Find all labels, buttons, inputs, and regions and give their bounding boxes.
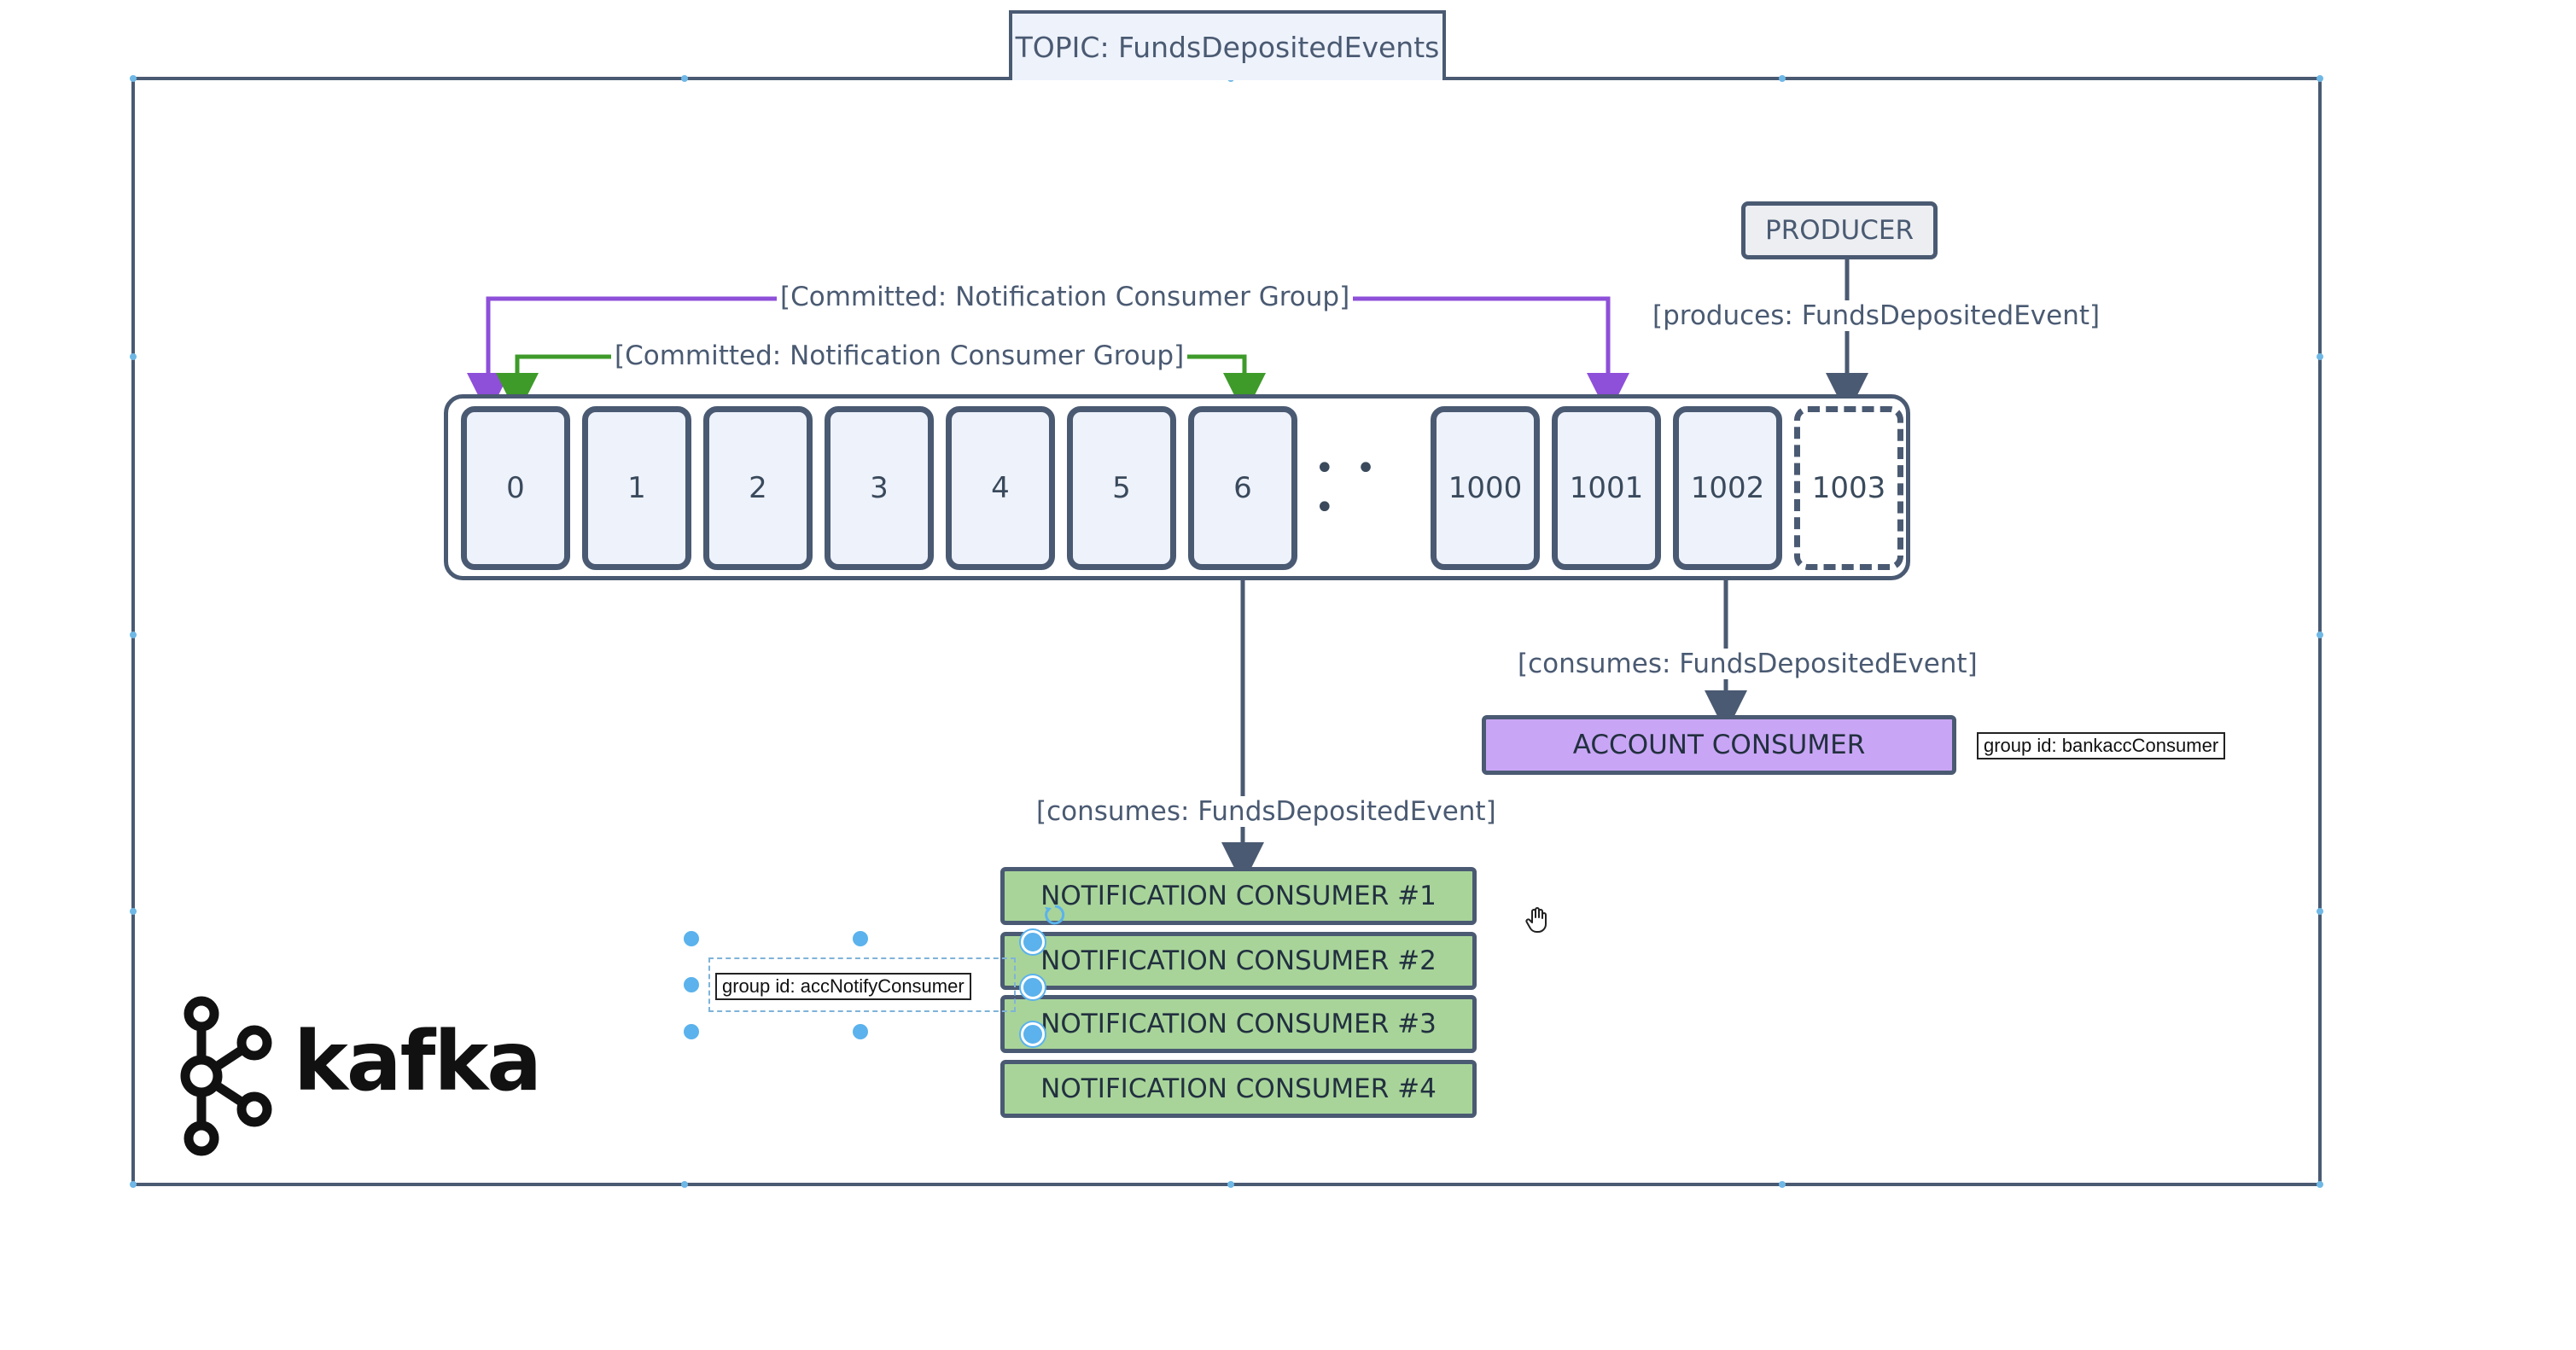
frame-handle[interactable] (130, 1181, 137, 1188)
account-group-id-label[interactable]: group id: bankaccConsumer (1977, 732, 2226, 759)
frame-handle[interactable] (130, 908, 137, 915)
hand-cursor-icon (1525, 907, 1547, 933)
offset-cell-1003[interactable]: 1003 (1794, 406, 1903, 570)
frame-handle[interactable] (2317, 631, 2323, 638)
offset-cell-0[interactable]: 0 (461, 406, 570, 570)
frame-handle[interactable] (2317, 353, 2323, 360)
producer-node[interactable]: PRODUCER (1741, 201, 1938, 259)
notification-group-id-label[interactable]: group id: accNotifyConsumer (715, 973, 971, 1000)
notification-consumer-4[interactable]: NOTIFICATION CONSUMER #4 (1000, 1060, 1477, 1118)
connection-point[interactable] (1021, 1022, 1045, 1046)
frame-handle[interactable] (130, 631, 137, 638)
kafka-logo-icon (180, 996, 272, 1156)
frame-handle[interactable] (2317, 1181, 2323, 1188)
purple-commit-label[interactable]: [Committed: Notification Consumer Group] (777, 282, 1354, 312)
selection-handle[interactable] (684, 931, 699, 946)
connection-point[interactable] (1021, 930, 1045, 954)
frame-handle[interactable] (2317, 75, 2323, 82)
frame-handle[interactable] (1779, 1181, 1786, 1188)
selection-handle[interactable] (853, 931, 868, 946)
kafka-logo-text: kafka (294, 1014, 542, 1109)
notification-consumer-1[interactable]: NOTIFICATION CONSUMER #1 (1000, 867, 1477, 925)
selection-handle[interactable] (853, 1024, 868, 1039)
offset-cell-1000[interactable]: 1000 (1431, 406, 1540, 570)
offset-cell-3[interactable]: 3 (825, 406, 934, 570)
offset-cell-6[interactable]: 6 (1188, 406, 1297, 570)
account-consumer-edge-label[interactable]: [consumes: FundsDepositedEvent] (1514, 649, 1981, 679)
green-commit-label[interactable]: [Committed: Notification Consumer Group] (611, 340, 1188, 371)
offset-cell-1001[interactable]: 1001 (1552, 406, 1661, 570)
offset-cell-4[interactable]: 4 (946, 406, 1055, 570)
offset-cell-1002[interactable]: 1002 (1673, 406, 1782, 570)
rotate-handle-icon[interactable] (1043, 903, 1067, 927)
offset-cell-1[interactable]: 1 (582, 406, 691, 570)
notification-consumer-2[interactable]: NOTIFICATION CONSUMER #2 (1000, 932, 1477, 990)
topic-title[interactable]: TOPIC: FundsDepositedEvents (1009, 10, 1446, 80)
frame-handle[interactable] (130, 75, 137, 82)
selection-box[interactable] (708, 957, 1016, 1012)
selection-handle[interactable] (684, 1024, 699, 1039)
connection-point[interactable] (1021, 975, 1045, 999)
frame-handle[interactable] (1779, 75, 1786, 82)
frame-handle[interactable] (130, 353, 137, 360)
account-consumer-node[interactable]: ACCOUNT CONSUMER (1482, 715, 1956, 775)
producer-edge-label[interactable]: [produces: FundsDepositedEvent] (1649, 300, 2104, 331)
offset-ellipsis: • • • (1314, 449, 1381, 527)
frame-handle[interactable] (681, 75, 688, 82)
offset-cell-5[interactable]: 5 (1067, 406, 1176, 570)
offset-cell-2[interactable]: 2 (703, 406, 813, 570)
selection-handle[interactable] (684, 977, 699, 992)
frame-handle[interactable] (681, 1181, 688, 1188)
notification-consumer-3[interactable]: NOTIFICATION CONSUMER #3 (1000, 995, 1477, 1053)
frame-handle[interactable] (1227, 1181, 1234, 1188)
notification-consumer-edge-label[interactable]: [consumes: FundsDepositedEvent] (1033, 796, 1500, 827)
frame-handle[interactable] (2317, 908, 2323, 915)
